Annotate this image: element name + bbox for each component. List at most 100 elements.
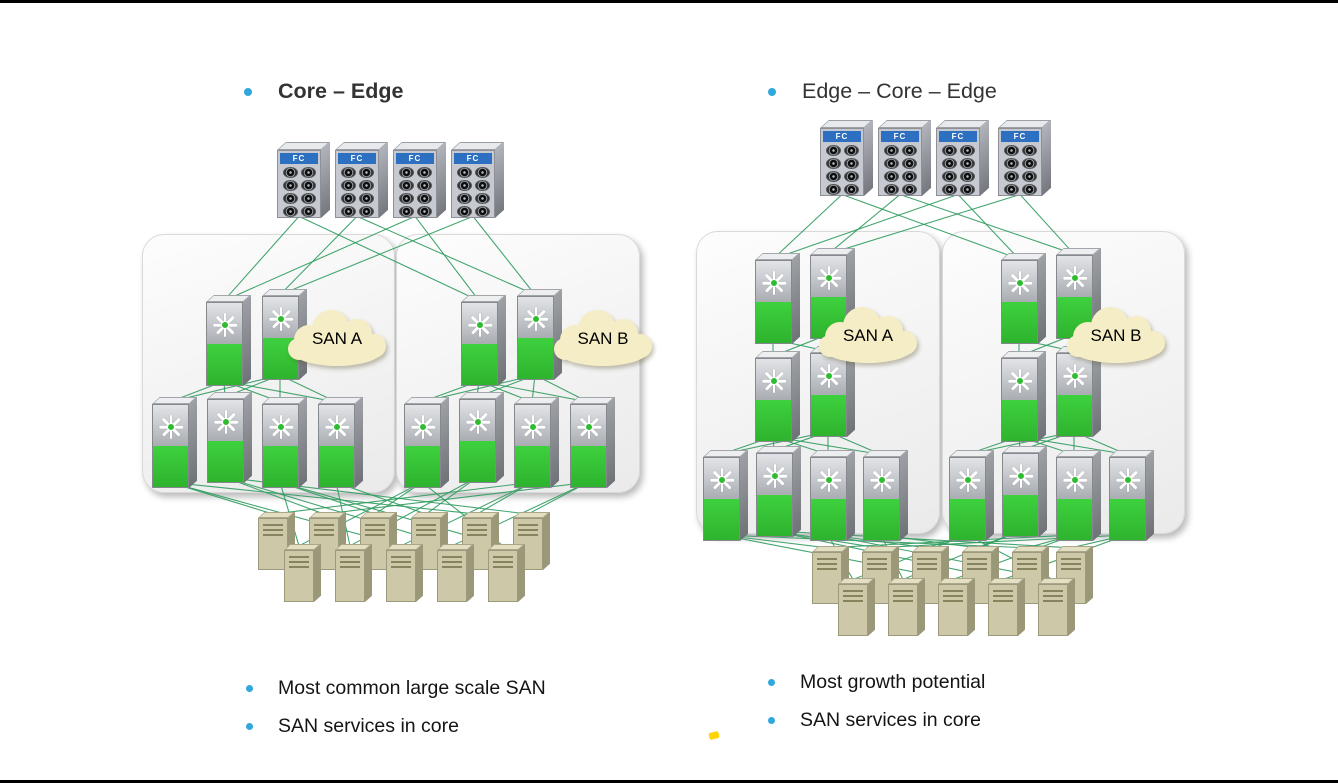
box-front-face: FC [451,150,495,218]
bullet-icon [244,87,252,96]
box-side-face [1093,449,1101,541]
server-tower [1038,577,1076,638]
fc-label: FC [338,153,376,164]
server-tower [838,577,876,638]
left-diagram-title: Core – Edge [244,79,403,104]
fc-switch [1001,350,1047,442]
cloud-icon [554,310,652,366]
fc-switch [459,391,505,483]
box-front-face [988,584,1018,636]
box-side-face [496,391,504,483]
box-side-face [1038,350,1046,442]
box-side-face [379,141,388,218]
box-side-face [543,511,550,570]
fc-switch [1002,445,1048,537]
vent-slots-icon [867,558,887,570]
box-front-face [284,550,314,602]
box-front-face [1109,457,1146,541]
box-side-face [980,119,989,196]
fc-label: FC [823,131,861,142]
fc-switch [1109,449,1155,541]
server-tower [386,543,424,604]
fc-switch [703,449,749,541]
box-front-face [949,457,986,541]
box-front-face [318,404,355,488]
box-front-face [514,404,551,488]
box-front-face [207,399,244,483]
fc-switch [810,449,856,541]
box-front-face [517,296,554,380]
note-text: Most growth potential [800,671,986,693]
fc-switch [810,345,856,437]
cloud-label: SAN B [577,329,629,348]
vent-slots-icon [340,556,360,568]
fc-switch [152,396,198,488]
box-front-face [488,550,518,602]
box-side-face [792,350,800,442]
vent-slots-icon [493,556,513,568]
san-b-cloud-right: SAN B [1060,301,1172,365]
fc-switch [863,449,909,541]
box-side-face [607,396,615,488]
box-front-face [437,550,467,602]
box-front-face [262,404,299,488]
box-front-face [838,584,868,636]
server-tower [335,543,373,604]
box-front-face [938,584,968,636]
right-diagram-title: Edge – Core – Edge [768,79,997,104]
storage-array: FC [335,141,389,220]
cloud-icon [1067,307,1165,363]
box-side-face [1039,445,1047,537]
server-tower [988,577,1026,638]
box-side-face [244,391,252,483]
box-front-face [459,399,496,483]
storage-array: FC [998,119,1052,198]
disk-drives-icon [939,142,977,195]
box-side-face [1146,449,1154,541]
box-front-face [863,457,900,541]
disk-drives-icon [338,164,376,217]
box-front-face [756,453,793,537]
box-side-face [1018,577,1025,636]
box-side-face [314,543,321,602]
box-side-face [740,449,748,541]
box-side-face [1038,252,1046,344]
storage-array: FC [878,119,932,198]
box-side-face [551,396,559,488]
left-title-text: Core – Edge [278,79,404,103]
fc-switch [318,396,364,488]
box-front-face: FC [936,128,980,196]
fc-switch [756,445,802,537]
fc-label: FC [939,131,977,142]
san-a-cloud-right: SAN A [812,301,924,365]
note-item: SAN services in core [768,709,985,732]
box-front-face: FC [393,150,437,218]
box-side-face [416,543,423,602]
box-front-face [570,404,607,488]
box-side-face [518,543,525,602]
vent-slots-icon [416,524,436,536]
stray-yellow-mark [708,730,720,741]
fc-switch [755,350,801,442]
vent-slots-icon [1061,558,1081,570]
box-side-face [968,577,975,636]
box-front-face: FC [277,150,321,218]
storage-array: FC [936,119,990,198]
box-front-face [206,302,243,386]
fc-switch [206,294,252,386]
note-item: SAN services in core [246,715,546,738]
box-side-face [868,577,875,636]
box-front-face [755,358,792,442]
cloud-label: SAN B [1090,326,1142,345]
fc-switch [1001,252,1047,344]
box-side-face [918,577,925,636]
note-text: SAN services in core [800,709,981,731]
box-side-face [495,141,504,218]
box-side-face [793,445,801,537]
disk-drives-icon [881,142,919,195]
box-front-face [703,457,740,541]
box-front-face: FC [998,128,1042,196]
server-tower [938,577,976,638]
box-side-face [189,396,197,488]
box-front-face [1001,260,1038,344]
